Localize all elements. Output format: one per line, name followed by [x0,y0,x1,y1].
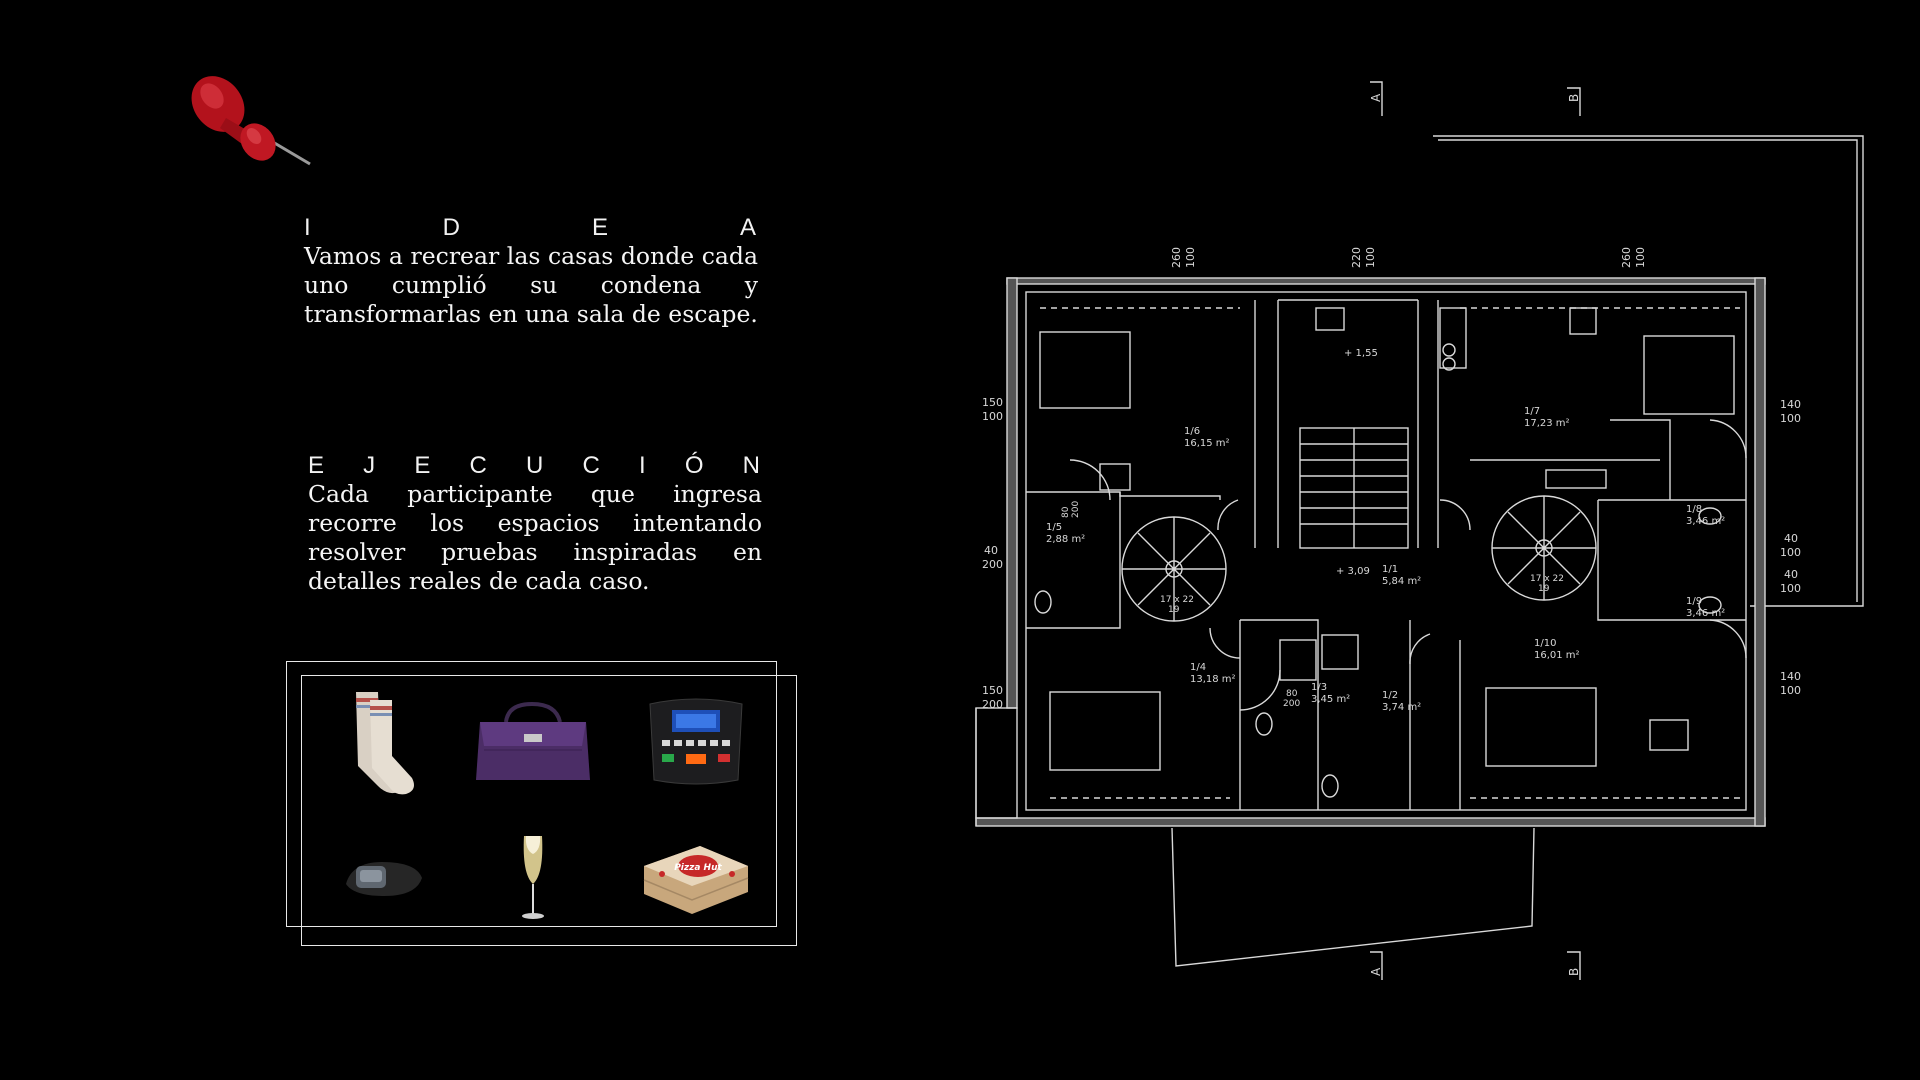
stair-label: 17 x 22 [1530,574,1564,584]
dimension-label: 140 [1780,398,1801,411]
heading-letter: U [526,452,546,479]
heading-letter: A [739,214,758,241]
dimension-label: 40 [1784,532,1798,545]
dimension-label: 100 [1780,412,1801,425]
room-id: 1/4 [1190,662,1206,673]
stair-label: 19 [1538,584,1550,594]
dimension-label: 100 [1780,684,1801,697]
level-marker: + 1,55 [1344,348,1378,359]
stair-label: 19 [1168,605,1180,615]
room-id: 1/7 [1524,406,1540,417]
room-area: 3,45 m² [1311,694,1350,705]
section-marker-b: B [1567,94,1581,102]
heading-letter: C [582,452,602,479]
room-id: 1/9 [1686,596,1702,607]
treadmill-console-icon [649,698,743,785]
dimension-label: 260 [1620,247,1633,268]
idea-heading: I D E A [304,214,758,242]
heading-letter: E [308,452,327,479]
room-area: 3,46 m² [1686,608,1725,619]
room-area: 16,15 m² [1184,438,1230,449]
objects-frame-front [301,675,797,946]
idea-section: I D E A Vamos a recrear las casas donde … [304,214,758,329]
room-id: 1/6 [1184,426,1200,437]
heading-letter: I [639,452,648,479]
room-id: 1/10 [1534,638,1556,649]
pizza-logo: Pizza Hut [674,863,722,873]
stair-label: 17 x 22 [1160,595,1194,605]
door-dimension: 80 [1286,689,1298,699]
idea-text: Vamos a recrear las casas donde cada uno… [304,242,758,328]
heading-letter: E [591,214,610,241]
ankle-monitor-icon [346,862,422,896]
door-dimension: 80 [1061,506,1071,518]
champagne-glass-icon [522,836,544,919]
heading-letter: J [363,452,378,479]
heading-letter: D [442,214,462,241]
room-area: 3,74 m² [1382,702,1421,713]
dimension-label: 200 [982,558,1003,571]
dimension-label: 100 [982,410,1003,423]
section-marker-a-bottom: A [1369,967,1383,976]
heading-letter: E [414,452,433,479]
socks-icon [356,692,414,795]
heading-letter: I [304,214,313,241]
dimension-label: 100 [1634,247,1647,268]
room-id: 1/2 [1382,690,1398,701]
dimension-label: 220 [1350,247,1363,268]
dimension-label: 100 [1780,546,1801,559]
dimension-label: 260 [1170,247,1183,268]
heading-letter: C [469,452,489,479]
heading-letter: N [742,452,762,479]
section-marker-b-bottom: B [1567,968,1581,976]
section-marker-a: A [1369,93,1383,102]
dimension-label: 200 [982,698,1003,711]
room-area: 3,46 m² [1686,516,1725,527]
handbag-icon [476,701,590,780]
room-id: 1/1 [1382,564,1398,575]
dimension-label: 150 [982,684,1003,697]
room-area: 17,23 m² [1524,418,1570,429]
dimension-label: 100 [1364,247,1377,268]
dimension-label: 150 [982,396,1003,409]
room-area: 2,88 m² [1046,534,1085,545]
room-id: 1/5 [1046,522,1062,533]
room-area: 13,18 m² [1190,674,1236,685]
room-area: 5,84 m² [1382,576,1421,587]
room-id: 1/8 [1686,504,1702,515]
level-marker: + 3,09 [1336,566,1370,577]
dimension-label: 40 [984,544,998,557]
dimension-label: 100 [1184,247,1197,268]
dimension-label: 100 [1780,582,1801,595]
room-id: 1/3 [1311,682,1327,693]
door-dimension: 200 [1071,501,1081,518]
floor-plan: A B A B 260 100 220 100 260 100 150 100 … [975,81,1864,980]
push-pin-icon [191,76,311,166]
ejecucion-text: Cada participante que ingresa recorre lo… [308,480,762,595]
ejecucion-heading: E J E C U C I Ó N [308,452,762,480]
objects-frame-back [286,661,777,927]
pizza-box-icon: Pizza Hut [643,846,749,914]
heading-letter: Ó [684,452,706,479]
room-area: 16,01 m² [1534,650,1580,661]
dimension-label: 140 [1780,670,1801,683]
door-dimension: 200 [1283,699,1300,709]
dimension-label: 40 [1784,568,1798,581]
ejecucion-section: E J E C U C I Ó N Cada participante que … [308,452,762,596]
